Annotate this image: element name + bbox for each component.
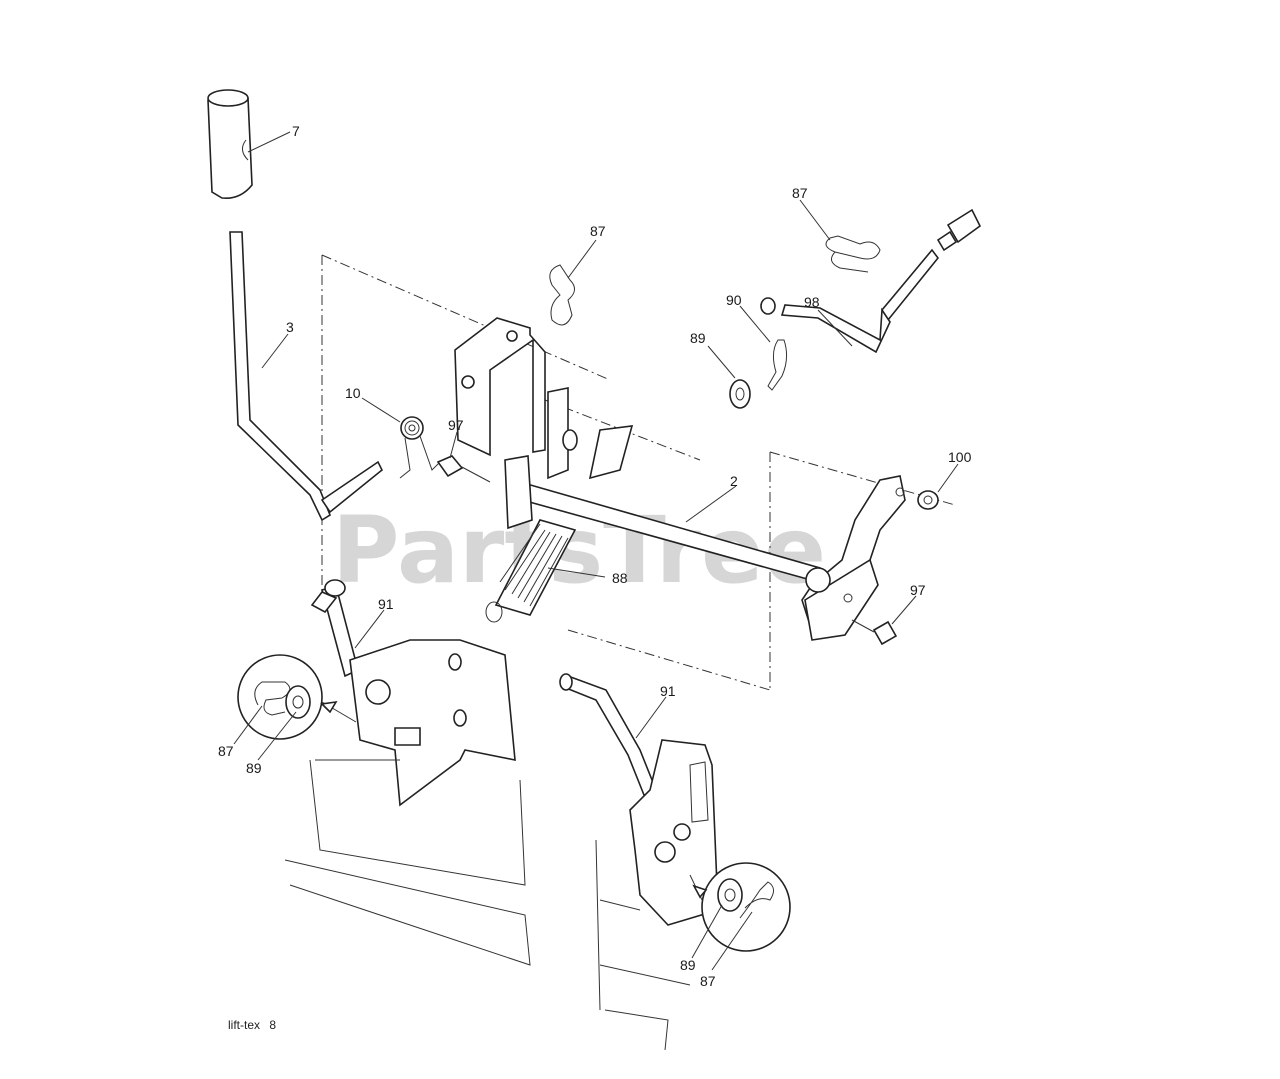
callout-87-left-detail: 87 xyxy=(218,743,234,759)
hex-bolt-top[interactable] xyxy=(436,455,491,483)
callout-88: 88 xyxy=(612,570,628,586)
callout-10: 10 xyxy=(345,385,361,401)
hairpin-clip-top[interactable] xyxy=(549,264,575,326)
callout-89-right-detail: 89 xyxy=(680,957,696,973)
footer-label: lift-tex xyxy=(228,1018,261,1032)
cotter-pin[interactable] xyxy=(767,339,788,391)
lift-lever-rod[interactable] xyxy=(229,231,384,522)
callout-91-left: 91 xyxy=(378,596,394,612)
callout-labels: 7 3 10 97 87 87 90 98 89 2 100 88 97 91 … xyxy=(218,123,972,989)
callout-90: 90 xyxy=(726,292,742,308)
diagram-footer: lift-tex 8 xyxy=(228,1018,276,1032)
callout-87-right: 87 xyxy=(792,185,808,201)
right-deck-bracket[interactable] xyxy=(629,739,719,926)
callout-97-right: 97 xyxy=(910,582,926,598)
flat-washer-top[interactable] xyxy=(729,379,751,409)
callout-7: 7 xyxy=(292,123,300,139)
leader-lines xyxy=(233,131,959,971)
detail-circle-left xyxy=(237,654,357,740)
torsion-spring[interactable] xyxy=(399,416,441,479)
callout-3: 3 xyxy=(286,319,294,335)
callout-100: 100 xyxy=(948,449,972,465)
callout-89-top: 89 xyxy=(690,330,706,346)
detail-circle-right xyxy=(689,862,791,952)
handle-grip[interactable] xyxy=(207,89,253,200)
mounting-bracket[interactable] xyxy=(454,317,578,480)
hex-bolt-right[interactable] xyxy=(851,619,898,646)
deck-outline-right xyxy=(595,839,691,1051)
link-rod[interactable] xyxy=(760,208,982,354)
callout-87-right-detail: 87 xyxy=(700,973,716,989)
left-deck-bracket[interactable] xyxy=(349,639,516,807)
hairpin-clip-right[interactable] xyxy=(825,235,881,273)
callout-91-right: 91 xyxy=(660,683,676,699)
lock-nut[interactable] xyxy=(917,490,939,510)
right-lift-arm[interactable] xyxy=(801,475,906,641)
extension-spring[interactable] xyxy=(485,519,577,623)
callout-87-top: 87 xyxy=(590,223,606,239)
callout-97-top: 97 xyxy=(448,417,464,433)
deck-outline-left xyxy=(284,759,531,966)
footer-page: 8 xyxy=(269,1018,277,1032)
callout-89-left-detail: 89 xyxy=(246,760,262,776)
callout-98: 98 xyxy=(804,294,820,310)
callout-2: 2 xyxy=(730,473,738,489)
